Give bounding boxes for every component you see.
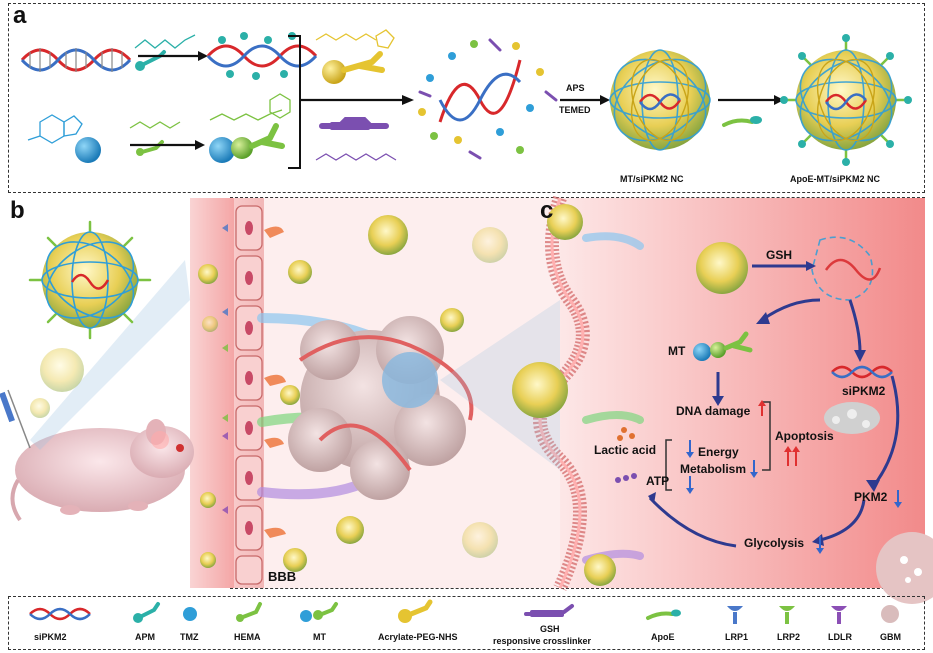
legend-apoe-icon [646, 609, 681, 620]
ldlr-receptor-icon [222, 432, 228, 514]
panel-a-graphics [20, 29, 912, 169]
down-arrow-icons [689, 440, 899, 550]
mt-sipkm2-nc-label: MT/siPKM2 NC [620, 174, 684, 184]
hema-molecule-icon [129, 121, 181, 129]
legend-gbm-label: GBM [880, 632, 901, 642]
lactic-acid-label: Lactic acid [594, 443, 657, 457]
legend-tmz-label: TMZ [180, 632, 199, 642]
legend-gsh-crosslinker-icon [524, 604, 574, 617]
zoom-cone-b [190, 198, 234, 588]
sipkm2-label: siPKM2 [842, 384, 886, 398]
panel-b-letter: b [10, 197, 25, 224]
apoptotic-cell-icon [824, 402, 880, 434]
acrylate-peg-nhs-icon [322, 51, 385, 84]
legend-frame [8, 596, 925, 650]
apm-molecule-icon [134, 34, 196, 49]
blood-vessel-background [190, 198, 235, 588]
cell-nuclei [245, 221, 253, 535]
mt-product-icon [693, 331, 753, 361]
legend-hema-icon [236, 602, 262, 622]
legend-hema-label: HEMA [234, 632, 261, 642]
apoe-mt-sipkm2-nc-label: ApoE-MT/siPKM2 NC [790, 174, 880, 184]
legend-lrp2-icon [779, 606, 795, 624]
metabolism-label: Metabolism [680, 462, 747, 476]
legend-tmz-icon [183, 607, 197, 621]
atp-icon [615, 473, 637, 483]
pkm2-label: PKM2 [854, 490, 888, 504]
metabolism-bracket-icon [665, 439, 672, 491]
legend-gsh-label: GSH [540, 624, 560, 634]
legend-lrp2-label: LRP2 [777, 632, 801, 642]
legend-mt-label: MT [313, 632, 326, 642]
bbb-label: BBB [268, 569, 297, 584]
mixture-icon [418, 38, 558, 160]
nanocapsule-icon [28, 220, 152, 340]
lactic-acid-icon [617, 427, 635, 441]
legend-ldlr-label: LDLR [828, 632, 852, 642]
astrocyte-endfeet [264, 226, 286, 538]
temed-label: TEMED [559, 105, 591, 115]
down-arrowheads [686, 452, 902, 554]
degraded-nanocapsule-icon [811, 236, 882, 301]
pathway-arrowheads [648, 261, 880, 546]
sipkm2-dna-icon [831, 365, 893, 379]
legend-gbm-icon [881, 605, 899, 623]
panel-a-letter: a [13, 2, 27, 29]
gsh-crosslinker-molecule-icon [315, 153, 397, 161]
legend-sipkm2-icon [29, 607, 91, 621]
gsh-crosslinker-icon [319, 117, 389, 130]
legend-lrp1-icon [727, 606, 743, 624]
mt-ball-icon [209, 123, 285, 163]
dna-apm-complex-icon [206, 32, 318, 80]
apoe-icon [722, 118, 754, 127]
legend-apoe-label: ApoE [651, 632, 675, 642]
glycolysis-label: Glycolysis [744, 536, 805, 550]
apoptosis-bracket-icon [762, 401, 771, 471]
mt-sipkm2-nc-icon [609, 49, 711, 151]
zoom-cone [440, 300, 560, 470]
legend-apm-icon [133, 602, 160, 623]
legend-sipkm2-label: siPKM2 [34, 632, 67, 642]
legend-lrp1-label: LRP1 [725, 632, 749, 642]
injection-beam [30, 260, 190, 450]
gbm-tumor-icon [288, 316, 474, 500]
legend-apm-label: APM [135, 632, 155, 642]
mouse-icon [10, 419, 194, 522]
syringe-icon [0, 389, 31, 449]
panel-c-letter: c [540, 197, 554, 224]
lrp1-receptor-icon [222, 224, 228, 316]
small-nanocapsule-icons [198, 204, 748, 586]
panel-b-c-graphics [0, 195, 933, 604]
tmz-molecule-icon [27, 114, 83, 144]
tmz-ball-icon [75, 137, 101, 163]
faded-nanocapsule-icon [30, 348, 84, 418]
apoe-mt-sipkm2-nc-icon [780, 34, 912, 166]
dna-damage-label: DNA damage [676, 404, 751, 418]
energy-label: Energy [698, 445, 739, 459]
acrylate-peg-nhs-molecule-icon [315, 29, 395, 49]
apoe-head-icon [750, 116, 762, 124]
gbm-cell-corner-icon [876, 532, 933, 604]
panel-a-frame [8, 3, 925, 193]
mt-label: MT [668, 344, 686, 358]
mt-molecule-icon [209, 93, 291, 121]
dna-icon [20, 48, 132, 72]
legend-acrylate-peg-nhs-icon [398, 599, 433, 623]
bracket-icon [288, 35, 301, 169]
apoptosis-label: Apoptosis [775, 429, 834, 443]
legend-gsh-crosslinker-label: responsive crosslinker [493, 636, 592, 646]
legend-mt-icon [300, 602, 338, 622]
gsh-label: GSH [766, 248, 793, 262]
atp-label: ATP [646, 474, 670, 488]
lrp2-receptor-icon [222, 344, 228, 422]
legend-acrylate-peg-nhs-label: Acrylate-PEG-NHS [378, 632, 458, 642]
aps-label: APS [566, 83, 585, 93]
up-arrowheads [758, 400, 800, 452]
legend-ldlr-icon [831, 606, 847, 624]
